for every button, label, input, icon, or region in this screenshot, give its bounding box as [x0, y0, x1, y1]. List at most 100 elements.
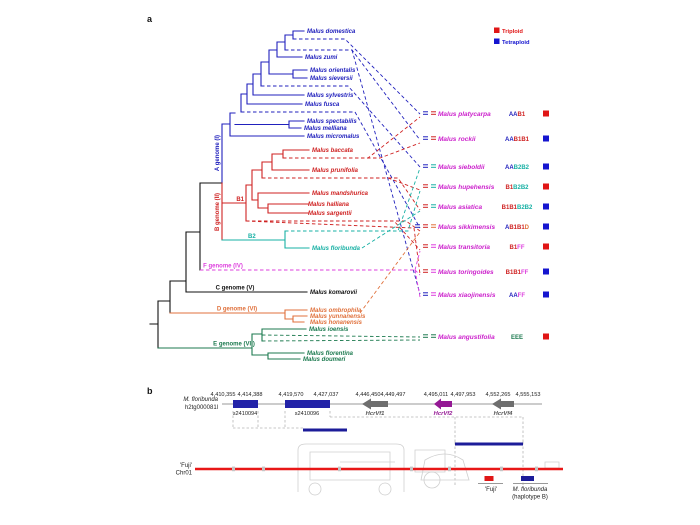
- ploidy-square: [543, 183, 549, 190]
- ploidy-square: [543, 333, 549, 340]
- fuji-line-ticks: [232, 466, 538, 472]
- species-label: Malus fusca: [305, 102, 340, 108]
- species-label: Malus komarovii: [310, 290, 357, 296]
- coordinate-label: 4,419,570: [279, 392, 304, 398]
- species-label: Malus micromalus: [307, 134, 360, 140]
- species-label: Malus sylvestris: [307, 93, 354, 99]
- d-genome-clade: [169, 309, 308, 323]
- dashed-d-sikkimensis: [359, 231, 421, 314]
- fuji-tick: [410, 466, 413, 472]
- genome-composition: AAB1: [509, 112, 526, 118]
- genome-composition: AAFF: [509, 293, 525, 299]
- gene-box-s2410096: [285, 400, 330, 408]
- dashed-b1-toringoides: [245, 220, 421, 275]
- fuji-tick: [338, 466, 341, 472]
- contig-id: h2tg000081l: [185, 405, 218, 411]
- fuji-tick: [262, 466, 265, 472]
- sketch-outline-2: [309, 451, 391, 481]
- coordinate-label: 4,414,388: [238, 392, 263, 398]
- species-label: Malus halliana: [308, 202, 350, 208]
- hybrid-name: Malus asiatica: [438, 204, 482, 211]
- panel-a-label: a: [147, 14, 153, 24]
- hybrid-name: Malus xiaojinensis: [438, 292, 496, 299]
- hybrid-row: Malus hupehensis B1B2B2: [423, 183, 549, 191]
- fuji-chr: Chr01: [176, 471, 193, 477]
- dashed-b1-asiatica: [262, 177, 421, 211]
- coordinate-label: 4,410,355: [211, 392, 236, 398]
- genome-composition: B1B2B2: [505, 185, 529, 191]
- tree-backbone: [149, 182, 308, 349]
- triploid-label: Triploid: [502, 29, 523, 35]
- dashed-b2-hupehensis: [285, 190, 421, 232]
- ploidy-square: [543, 110, 549, 117]
- genome-group-labels: A genome (I) B genome (II) B1 B2 F genom…: [203, 135, 257, 348]
- b1-genome-clade: [221, 149, 310, 241]
- coordinate-label: 4,497,953: [451, 392, 476, 398]
- hybrid-name: Malus angustifolia: [438, 334, 495, 341]
- fuji-tick: [448, 466, 451, 472]
- species-label: Malus zumi: [305, 55, 338, 61]
- contig-name: M. floribunda: [183, 397, 218, 403]
- species-label: Malus sargentii: [308, 211, 352, 217]
- tree-solid-branches: [149, 30, 310, 360]
- ploidy-legend: Triploid Tetraploid: [494, 27, 530, 46]
- ploidy-square: [543, 291, 549, 298]
- floribunda-segment-2: [455, 442, 523, 446]
- hybridization-dashed-lines: [200, 38, 421, 342]
- dashed-f-toringoides: [414, 269, 421, 276]
- ploidy-square: [543, 268, 549, 275]
- dashed-connectors: [232, 411, 524, 487]
- species-label: Malus yunnanensis: [310, 314, 366, 320]
- floribunda-swatch: [521, 476, 534, 481]
- dashed-f-xiaojinensis: [414, 269, 421, 298]
- dashed-a-xiaojinensis: [351, 49, 421, 295]
- gene-box-s2410094: [233, 400, 258, 408]
- ploidy-square: [543, 203, 549, 210]
- floribunda-legend-sublabel: (haplotype B): [512, 495, 548, 501]
- ploidy-square: [543, 243, 549, 250]
- fuji-track: 'Fuji' Chr01: [176, 463, 563, 477]
- panel-b-label: b: [147, 386, 153, 396]
- tetraploid-swatch: [494, 38, 500, 44]
- ploidy-square: [543, 223, 549, 230]
- coordinate-label: 4,427,037: [314, 392, 339, 398]
- d-genome-label: D genome (VI): [217, 307, 257, 313]
- hybrid-name: Malus toringoides: [438, 269, 494, 276]
- sketch-circle-2: [378, 482, 392, 496]
- b2-genome-branch: [221, 230, 310, 249]
- hybrid-name: Malus transitoria: [438, 244, 490, 251]
- gene-arrow-hcrvf2: [434, 398, 452, 410]
- species-label: Malus orientalis: [310, 68, 356, 74]
- ploidy-square: [543, 163, 549, 170]
- gene-label: HcrVf4: [494, 411, 513, 417]
- dashed-b1-rockii: [283, 142, 421, 159]
- tetraploid-label: Tetraploid: [502, 40, 530, 46]
- sketch-outline-3: [414, 449, 446, 473]
- b2-label: B2: [248, 234, 256, 240]
- species-label: Malus melliana: [304, 126, 347, 132]
- species-label: Malus mandshurica: [312, 191, 369, 197]
- species-label: Malus sieversii: [310, 76, 353, 82]
- panel-b-legend: 'Fuji' M. floribunda (haplotype B): [478, 476, 548, 501]
- species-label: Malus spectabilis: [307, 119, 357, 125]
- hybrid-row: Malus xiaojinensis AAFF: [423, 291, 549, 299]
- fuji-swatch: [484, 476, 494, 481]
- species-label: Malus ioensis: [309, 327, 349, 333]
- hybrid-name: Malus hupehensis: [438, 184, 495, 191]
- f-genome-label: F genome (IV): [203, 264, 243, 270]
- sketch-outline-4: [420, 453, 470, 481]
- dashed-a-platycarpa: [293, 38, 421, 115]
- fuji-tick: [500, 466, 503, 472]
- species-label: Malus honanensis: [310, 320, 363, 326]
